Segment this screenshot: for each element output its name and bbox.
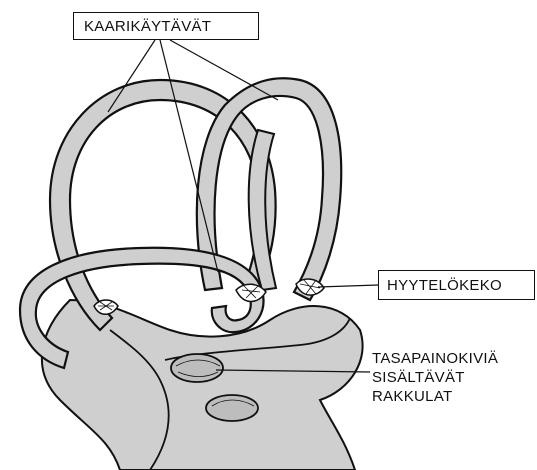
leader-cupula xyxy=(318,285,378,287)
label-otolith-line-3: RAKKULAT xyxy=(372,387,498,406)
label-otolith-organs: TASAPAINOKIVIÄ SISÄLTÄVÄT RAKKULAT xyxy=(372,349,498,406)
label-cupula: HYYTELÖKEKO xyxy=(378,270,535,300)
vestibule xyxy=(42,300,363,470)
label-cupula-text: HYYTELÖKEKO xyxy=(387,277,502,294)
label-otolith-line-1: TASAPAINOKIVIÄ xyxy=(372,349,498,368)
label-semicircular-canals: KAARIKÄYTÄVÄT xyxy=(73,12,259,40)
label-otolith-line-2: SISÄLTÄVÄT xyxy=(372,368,498,387)
label-semicircular-canals-text: KAARIKÄYTÄVÄT xyxy=(84,18,211,35)
otolith-sac-lower xyxy=(206,395,258,421)
otolith-sac-upper xyxy=(171,354,223,382)
